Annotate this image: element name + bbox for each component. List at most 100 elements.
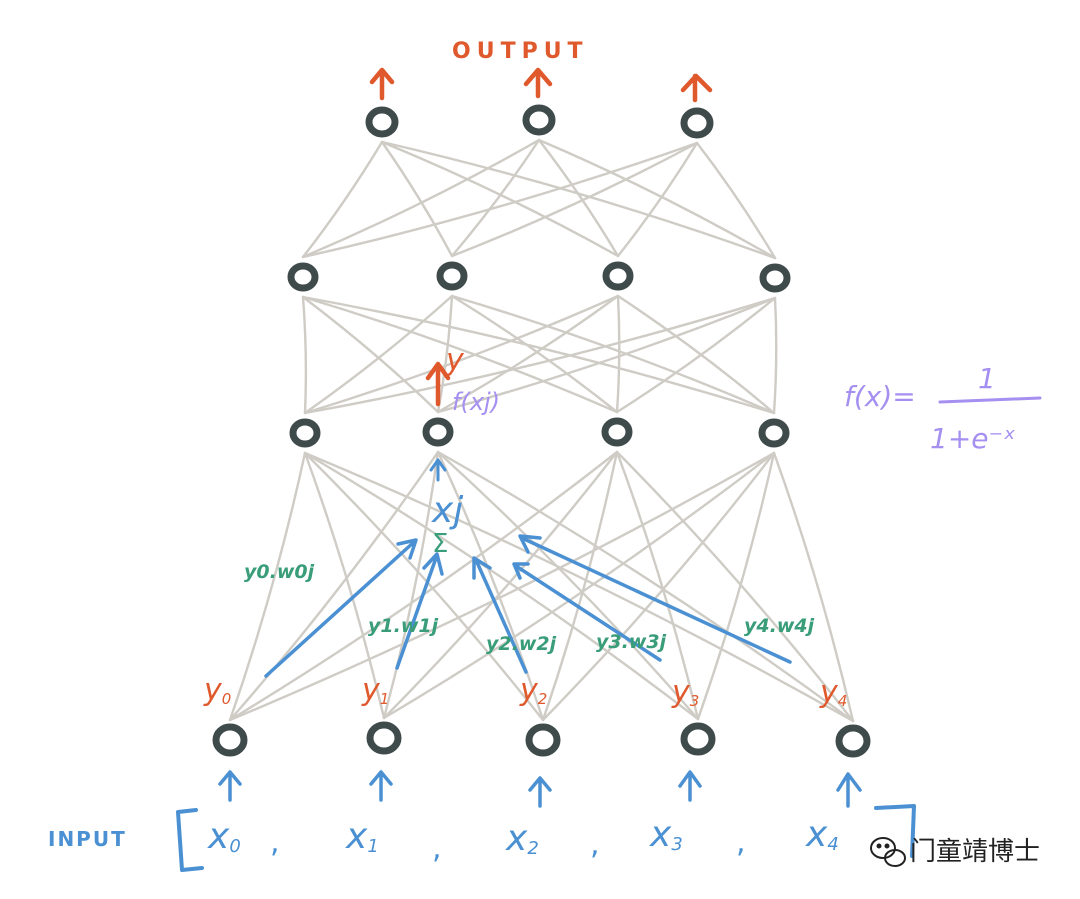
input-label-x3: x3 [649,814,683,855]
edge-l1-n1-to-n0 [303,294,454,415]
output-label-y0: y0 [203,673,231,708]
edge-l2-n2-to-n4 [615,450,855,723]
edge-l1-n2-to-n2 [615,294,621,414]
input-label-x1: x1 [345,816,379,857]
svg-text:,: , [736,825,746,860]
edge-l2-n1-to-n1 [382,450,440,720]
weight-label-4: y4.w4j [744,615,815,637]
svg-text:,: , [590,827,600,862]
sum-target-label: xj [431,490,463,531]
node-layer2-0 [289,418,321,448]
edge-l1-n0-to-n3 [301,295,776,415]
formula-fraction-bar [938,396,1042,404]
input-layer-output-labels: y0 y1 y2 y3 y4 [203,673,847,710]
formula-numerator: 1 [978,362,996,395]
edge-l1-n0-to-n2 [301,295,619,414]
edge-l2-n3-to-n0 [228,451,776,722]
formula-lhs: f(x)= [844,380,916,413]
edge-l2-n0-to-n0 [228,451,307,722]
edge-l0-n0-to-n3 [380,140,777,260]
edge-l1-n3-to-n2 [615,296,777,414]
sum-to-node-arrow [429,458,447,482]
edge-l0-n1-to-n0 [301,138,541,259]
edge-l2-n2-to-n0 [228,450,619,722]
edge-l2-n0-to-n4 [303,451,855,723]
edge-l2-n1-to-n4 [436,450,855,723]
edge-l1-n3-to-n0 [303,296,777,415]
node-layer3-2 [525,723,561,757]
activation-label: f(xj) [452,388,500,416]
edge-l2-n3-to-n1 [382,451,776,720]
edge-l2-n3-to-n2 [541,451,776,722]
input-label-x0: x0 [207,816,241,857]
edge-l0-n0-to-n0 [301,140,384,259]
node-layer3-4 [835,724,871,758]
edge-l1-n3-to-n1 [436,296,777,414]
edge-l2-n3-to-n3 [696,451,776,721]
wechat-icon [870,837,906,867]
edge-l2-n2-to-n2 [541,450,619,722]
edge-l0-n2-to-n3 [695,141,777,260]
weight-label-3: y3.w3j [596,631,667,653]
edge-l2-n0-to-n1 [303,451,386,720]
output-label-y4: y4 [819,675,847,710]
input-vector-close-bracket [874,804,916,858]
sigma-symbol: Σ [432,529,448,559]
output-label-y2: y2 [519,673,547,708]
edge-l2-n1-to-n2 [436,450,545,722]
network-nodes [212,104,871,758]
input-label-x4: x4 [805,814,839,855]
output-label: OUTPUT [452,39,589,64]
node-layer3-1 [366,721,402,755]
edge-l0-n2-to-n0 [301,141,699,259]
edge-l0-n2-to-n2 [616,141,699,258]
edge-l0-n1-to-n3 [537,138,777,260]
edge-l1-n0-to-n1 [301,295,440,414]
edge-l1-n0-to-n0 [301,295,308,415]
edge-l1-n2-to-n1 [436,294,620,414]
input-vector-labels: x0 x1 x2 x3 x4 [207,814,839,859]
node-layer3-0 [212,723,248,757]
svg-text:,: , [270,825,280,860]
node-layer2-1 [422,417,454,447]
node-layer1-0 [287,262,319,292]
edge-l1-n2-to-n3 [616,294,776,415]
weight-label-1: y1.w1j [368,615,439,637]
node-layer2-3 [758,418,790,448]
edge-l0-n1-to-n1 [450,138,541,258]
node-layer0-0 [365,106,399,138]
y-hat-label: y [445,343,465,378]
edge-l2-n1-to-n0 [228,450,440,722]
weight-label-0: y0.w0j [244,561,315,583]
output-label-y1: y1 [361,673,389,708]
edge-l0-n0-to-n1 [380,140,454,258]
edge-l1-n3-to-n3 [772,296,778,415]
node-layer2-2 [601,417,633,447]
edge-l2-n2-to-n1 [382,450,619,720]
sigmoid-formula: f(x)= 1 1+e⁻ˣ [844,362,1042,455]
edge-l0-n2-to-n1 [450,141,699,258]
edge-l1-n1-to-n3 [450,294,776,415]
input-label-x2: x2 [505,818,539,859]
edge-l2-n1-to-n3 [436,450,700,721]
node-layer1-2 [602,261,634,291]
svg-text:,: , [432,831,442,866]
node-layer0-2 [680,107,714,139]
input-vector-open-bracket [176,808,204,872]
edge-l2-n3-to-n4 [772,451,855,723]
weight-label-2: y2.w2j [486,633,557,655]
node-layer1-1 [436,261,468,291]
node-layer1-3 [759,263,791,293]
input-arrows [218,770,862,808]
edge-l1-n2-to-n0 [303,294,620,415]
edge-l2-n2-to-n3 [615,450,700,721]
weight-labels: y0.w0j y1.w1j y2.w2j y3.w3j y4.w4j [244,561,815,655]
weighted-sum-arrows [264,534,792,678]
y-hat-annotation: y [425,343,465,407]
connection-edges [228,138,855,723]
output-label-y3: y3 [671,675,699,710]
watermark: 门童靖博士 [870,837,1040,867]
edge-l2-n0-to-n3 [303,451,700,721]
